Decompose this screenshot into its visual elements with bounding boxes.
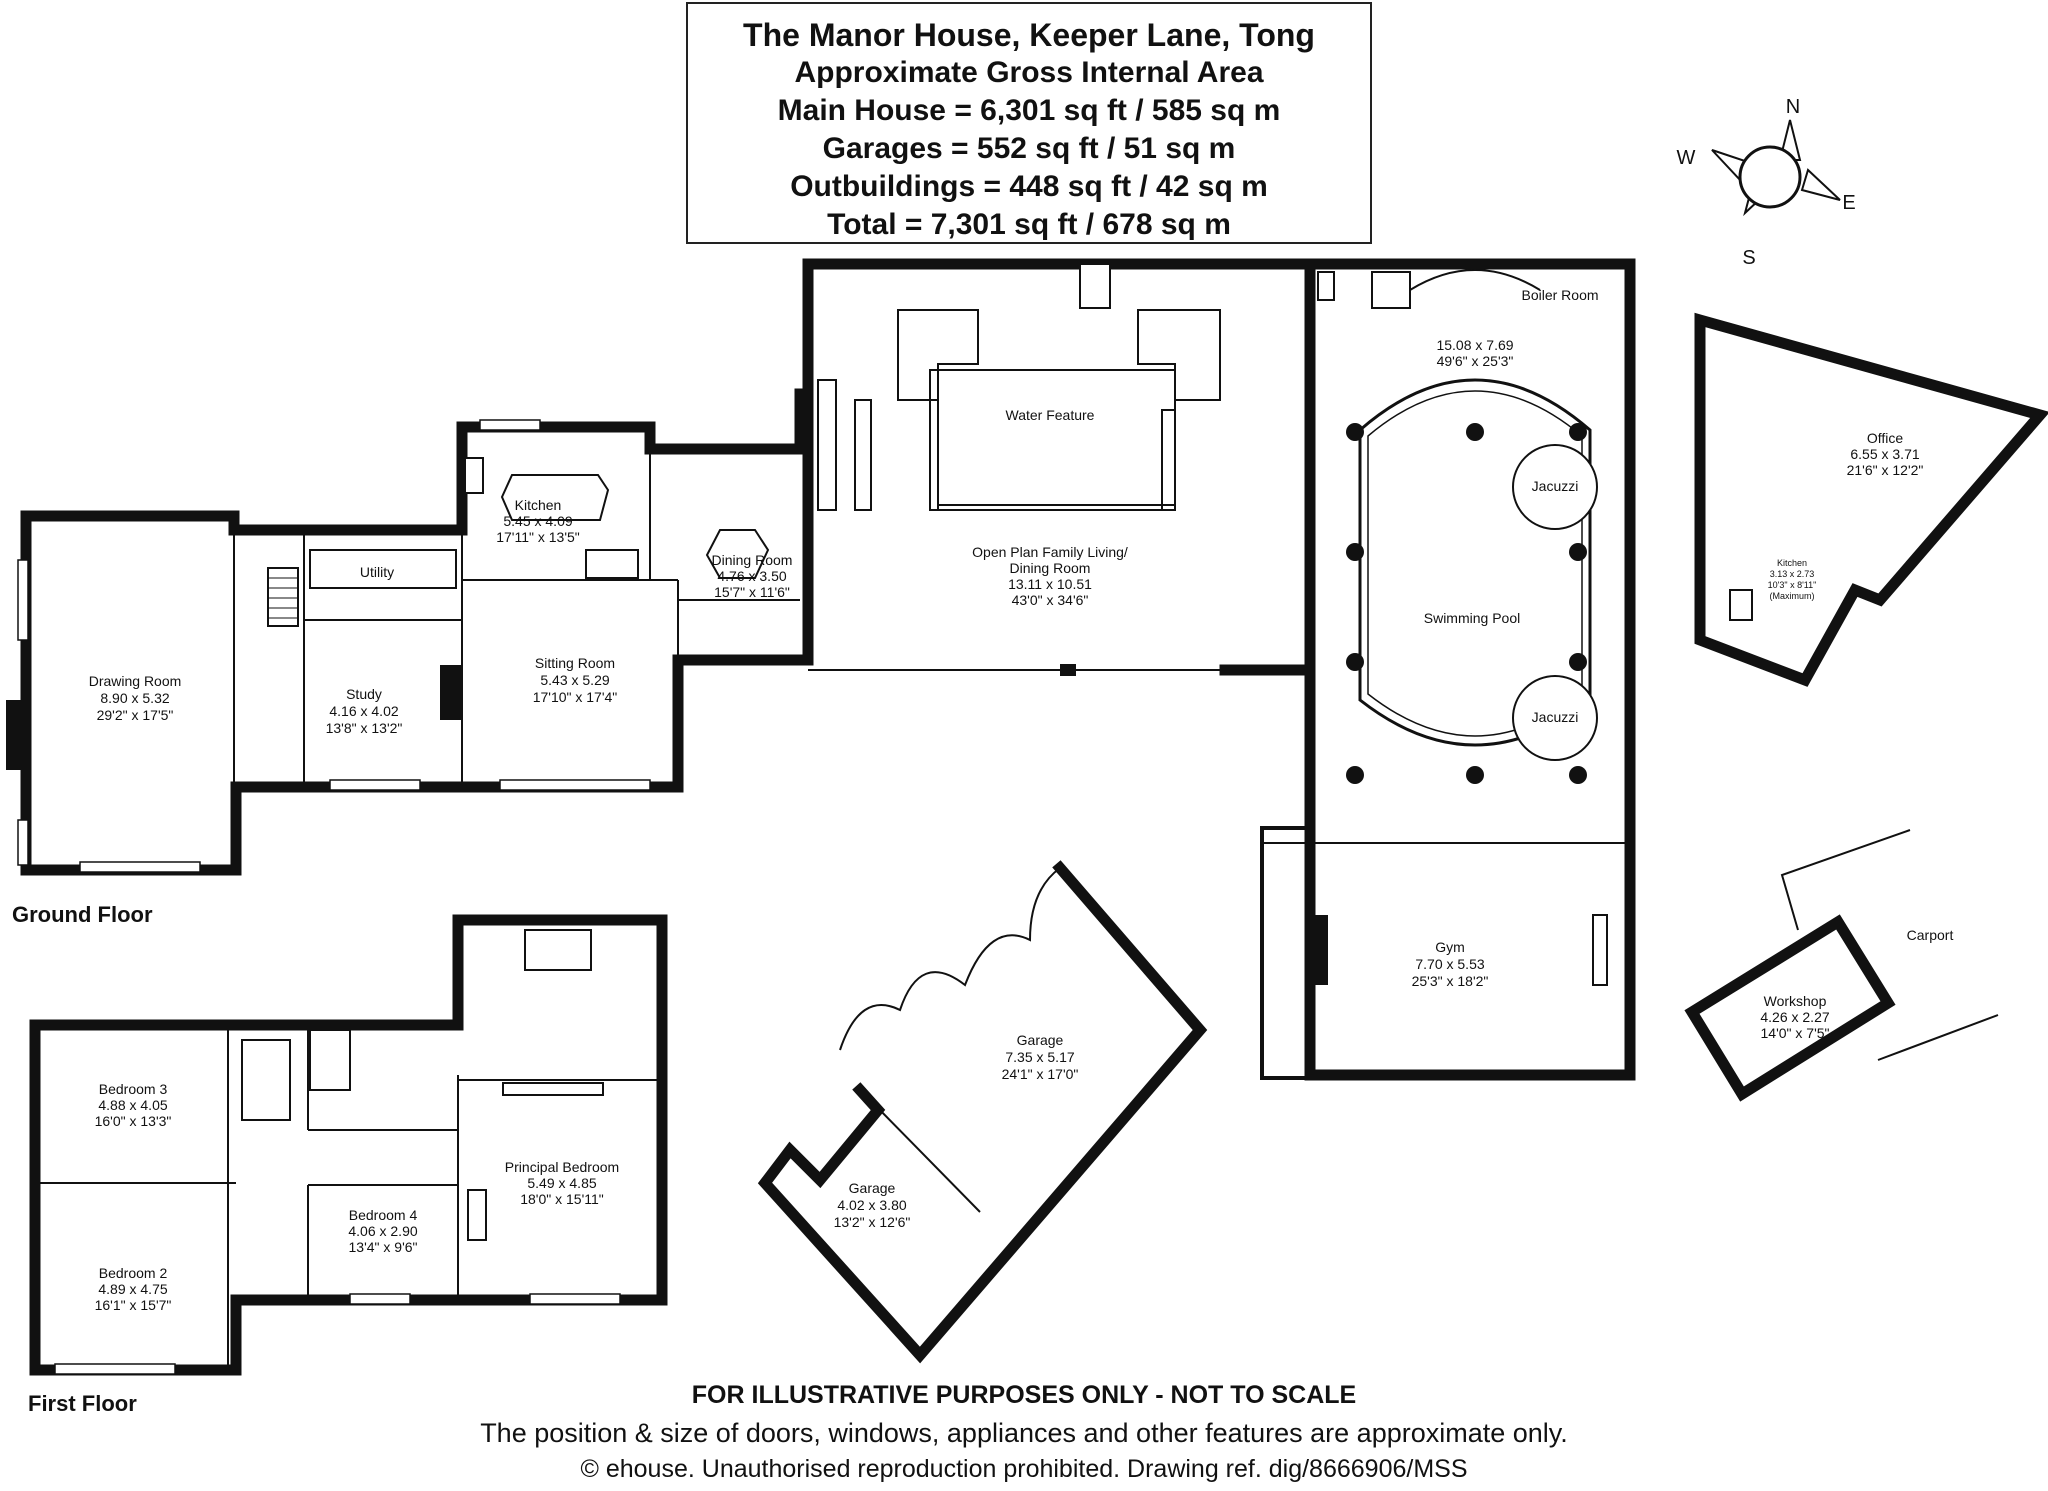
office-kitchen-name: Kitchen [1777,558,1807,568]
gym-name: Gym [1435,939,1465,955]
pool-hall-metric: 15.08 x 7.69 [1436,337,1513,353]
compass-n: N [1786,96,1800,118]
principal-bedroom-name: Principal Bedroom [505,1159,619,1175]
garage-1-imperial: 24'1" x 17'0" [1002,1066,1079,1082]
staircase-icon [267,567,299,627]
bedroom-2-name: Bedroom 2 [99,1265,168,1281]
carport-label: Carport [1907,927,1954,943]
bedroom-3-name: Bedroom 3 [99,1081,168,1097]
garages-area: Garages = 552 sq ft / 51 sq m [822,132,1236,165]
compass-w: W [1677,147,1696,169]
bath-icon [524,929,592,971]
first-floor-label: First Floor [28,1391,137,1416]
compass-s: S [1742,247,1755,269]
jacuzzi-1-icon [1512,444,1598,530]
office-kitchen-metric: 3.13 x 2.73 [1770,569,1815,579]
bedroom-3-imperial: 16'0" x 13'3" [95,1113,172,1129]
office-imperial: 21'6" x 12'2" [1847,462,1924,478]
garage-1-metric: 7.35 x 5.17 [1005,1049,1074,1065]
study-imperial: 13'8" x 13'2" [326,720,403,736]
garage-1-name: Garage [1017,1032,1064,1048]
swimming-pool-label: Swimming Pool [1424,610,1520,626]
dining-room-name: Dining Room [712,552,793,568]
kitchen-metric: 5.45 x 4.09 [503,513,572,529]
property-title: The Manor House, Keeper Lane, Tong [743,17,1315,53]
kitchen-imperial: 17'11" x 13'5" [496,529,580,545]
sitting-room-metric: 5.43 x 5.29 [540,672,609,688]
office-name: Office [1867,430,1904,446]
area-summary-box: The Manor House, Keeper Lane, Tong Appro… [686,2,1372,244]
compass-e: E [1842,192,1855,214]
bedroom-4-name: Bedroom 4 [349,1207,418,1223]
main-house-area: Main House = 6,301 sq ft / 585 sq m [777,94,1281,127]
sitting-room-name: Sitting Room [535,655,615,671]
office-outbuilding: Office 6.55 x 3.71 21'6" x 12'2" Kitchen… [1694,312,2048,687]
family-room-imperial: 43'0" x 34'6" [1012,592,1089,608]
bath-icon-2 [309,1029,351,1091]
sitting-room-imperial: 17'10" x 17'4" [533,689,618,705]
office-fixture [1729,589,1753,621]
bedroom-4-imperial: 13'4" x 9'6" [349,1239,418,1255]
drawing-room-name: Drawing Room [89,673,182,689]
jacuzzi-2-icon [1512,675,1598,761]
first-floor-stairs [241,1039,291,1121]
family-room-block: Water Feature Open Plan Family Living/ D… [802,258,1316,676]
pool-hall-imperial: 49'6" x 25'3" [1437,353,1514,369]
kitchen-name: Kitchen [515,497,562,513]
dining-room-metric: 4.76 x 3.50 [717,568,786,584]
dining-table [705,529,770,579]
study-name: Study [346,686,382,702]
ground-floor-label: Ground Floor [12,902,153,927]
drawing-room-imperial: 29'2" x 17'5" [97,707,174,723]
ground-floor-west-wing: Drawing Room 8.90 x 5.32 29'2" x 17'5" U… [6,388,814,876]
bedroom-3-metric: 4.88 x 4.05 [98,1097,167,1113]
workshop-imperial: 14'0" x 7'5" [1761,1025,1830,1041]
office-kitchen-note: (Maximum) [1770,591,1815,601]
garage-2-name: Garage [849,1180,896,1196]
disclaimer: FOR ILLUSTRATIVE PURPOSES ONLY - NOT TO … [691,1381,1357,1409]
approximation-note: The position & size of doors, windows, a… [480,1418,1568,1448]
workshop-name: Workshop [1764,993,1827,1009]
outbuildings-area: Outbuildings = 448 sq ft / 42 sq m [790,170,1268,203]
gym-imperial: 25'3" x 18'2" [1412,973,1489,989]
water-feature-icon [897,309,1221,511]
bedroom-2-metric: 4.89 x 4.75 [98,1281,167,1297]
boiler-room-label: Boiler Room [1521,287,1598,303]
principal-bedroom-metric: 5.49 x 4.85 [527,1175,596,1191]
total-area: Total = 7,301 sq ft / 678 sq m [827,208,1231,241]
pool-and-gym-block: 15.08 x 7.69 49'6" x 25'3" Boiler Room J… [1260,258,1636,1081]
first-floor: Bedroom 3 4.88 x 4.05 16'0" x 13'3" Bedr… [29,914,668,1376]
workshop-outbuilding: Carport Workshop 4.26 x 2.27 14'0" x 7'5… [1684,829,1999,1102]
dining-room-imperial: 15'7" x 11'6" [714,584,790,600]
jacuzzi-2-label: Jacuzzi [1532,709,1579,725]
bedroom-4-metric: 4.06 x 2.90 [348,1223,417,1239]
utility-name: Utility [360,564,394,580]
drawing-room-metric: 8.90 x 5.32 [100,690,169,706]
kitchen-units [585,549,639,579]
garage-2-imperial: 13'2" x 12'6" [834,1214,911,1230]
water-feature-label: Water Feature [1006,407,1095,423]
kitchen-island [500,474,610,521]
workshop-metric: 4.26 x 2.27 [1760,1009,1829,1025]
garage-2-metric: 4.02 x 3.80 [837,1197,906,1213]
hob-icon [464,457,484,494]
garages-block: Garage 7.35 x 5.17 24'1" x 17'0" Garage … [757,860,1208,1364]
family-room-metric: 13.11 x 10.51 [1008,576,1092,592]
principal-bedroom-imperial: 18'0" x 15'11" [520,1191,604,1207]
compass-icon: N E S W [1677,96,1856,269]
family-room-name-2: Dining Room [1010,560,1091,576]
wardrobe [502,1082,604,1096]
family-room-name-1: Open Plan Family Living/ [972,544,1128,560]
utility-units [309,549,457,589]
study-metric: 4.16 x 4.02 [329,703,398,719]
bedroom-2-imperial: 16'1" x 15'7" [95,1297,172,1313]
copyright-note: © ehouse. Unauthorised reproduction proh… [580,1455,1468,1483]
office-kitchen-imperial: 10'3" x 8'11" [1768,580,1817,590]
gym-metric: 7.70 x 5.53 [1415,956,1484,972]
jacuzzi-1-label: Jacuzzi [1532,478,1579,494]
area-subtitle: Approximate Gross Internal Area [794,56,1264,89]
office-metric: 6.55 x 3.71 [1850,446,1919,462]
